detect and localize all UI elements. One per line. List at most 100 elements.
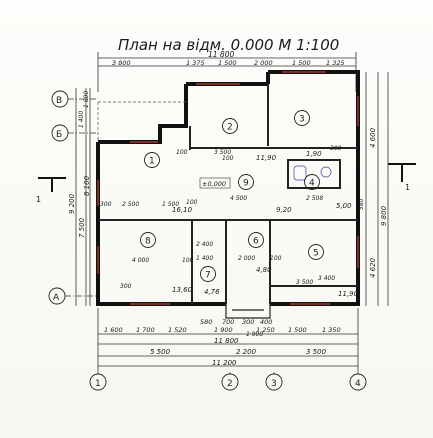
axis-label-v: В bbox=[56, 96, 62, 106]
interior-dim-3: 4 500 bbox=[230, 195, 247, 202]
room-number-6: 6 bbox=[253, 237, 259, 247]
bathroom-fixtures bbox=[293, 165, 332, 181]
axis-col-label-1: 1 bbox=[95, 379, 101, 389]
right-outer-dim: 9 800 bbox=[380, 205, 388, 226]
interior-dim-11: 100 bbox=[182, 257, 194, 264]
interior-dim-7: 100 bbox=[186, 199, 198, 206]
interior-dim-1: 3 500 bbox=[214, 149, 231, 156]
right-upper-dim: 4 600 bbox=[369, 127, 377, 148]
interior-dim-17: 2 400 bbox=[196, 241, 213, 248]
bottom-top-dim-3: 300 bbox=[242, 318, 254, 326]
section-mark-left-label: 1 bbox=[36, 195, 41, 204]
right-seg-dim: 580 bbox=[358, 198, 365, 210]
left-seg-dim-2: 1 800 bbox=[83, 91, 90, 108]
section-mark-left: 1 bbox=[36, 177, 66, 204]
area-label-room1: 16,10 bbox=[172, 206, 193, 214]
bottom-seg-dim-6: 1 500 bbox=[288, 326, 307, 334]
right-lower-dim: 4 620 bbox=[369, 257, 377, 278]
room-number-2: 2 bbox=[227, 123, 233, 133]
room-circle-3 bbox=[294, 110, 310, 126]
room-circle-9 bbox=[238, 174, 254, 190]
interior-walls bbox=[98, 84, 358, 304]
room-number-4: 4 bbox=[309, 179, 315, 189]
room-circle-8 bbox=[140, 232, 156, 248]
bottom-row3-dim-1: 5 500 bbox=[150, 348, 171, 356]
room-number-5: 5 bbox=[313, 249, 319, 259]
room-circle-4 bbox=[304, 174, 320, 190]
plan-title: План на відм. 0.000 М 1:100 bbox=[118, 36, 339, 54]
room-number-7: 7 bbox=[205, 271, 211, 281]
room-number-1: 1 bbox=[149, 157, 155, 167]
axis-col-label-2: 2 bbox=[227, 379, 233, 389]
interior-dim-2: 100 bbox=[176, 149, 188, 156]
interior-dim-10: 4 000 bbox=[132, 257, 149, 264]
axis-col-circle-3 bbox=[265, 373, 283, 391]
left-mid-dim-2: 8 100 bbox=[83, 175, 91, 196]
level-mark: ±0,000 bbox=[199, 177, 231, 189]
bottom-top-dim-1: 580 bbox=[200, 318, 212, 326]
interior-dim-20: 300 bbox=[120, 283, 132, 290]
top-overall-dim: 11 800 bbox=[208, 50, 234, 59]
axis-bubble-b: Б bbox=[51, 124, 96, 142]
area-label-room2: 11,90 bbox=[256, 154, 277, 162]
bottom-seg-dim-7: 1 350 bbox=[322, 326, 341, 334]
bottom-overall-dim-2: 11 200 bbox=[212, 359, 237, 367]
left-mid-dim-1: 7 500 bbox=[78, 217, 86, 238]
room-circle-6 bbox=[248, 232, 264, 248]
bottom-row3-dim-3: 3 500 bbox=[306, 348, 327, 356]
interior-dim-18: 1 900 bbox=[246, 331, 263, 338]
top-seg-dim-4: 2 000 bbox=[254, 59, 273, 67]
bottom-row1-dims: 1 600 1 700 1 520 1 900 1 250 1 500 1 350 bbox=[104, 326, 341, 334]
bottom-seg-dim-1: 1 600 bbox=[104, 326, 123, 334]
left-outer-dim: 9 200 bbox=[68, 193, 76, 214]
axis-bubble-a: А bbox=[48, 287, 96, 305]
top-seg-dim-6: 1 325 bbox=[326, 59, 345, 67]
section-mark-right-label: 1 bbox=[405, 183, 410, 192]
bottom-overall-dim: 11 800 bbox=[214, 337, 239, 345]
interior-dim-6: 1 500 bbox=[162, 201, 179, 208]
bottom-row3-dims: 5 500 2 200 3 500 bbox=[150, 348, 327, 356]
bottom-row3-dim-2: 2 200 bbox=[236, 348, 257, 356]
top-seg-dim-2: 1 375 bbox=[186, 59, 205, 67]
axis-col-label-3: 3 bbox=[271, 379, 277, 389]
section-mark-right: 1 bbox=[388, 163, 416, 192]
left-dimension-lines bbox=[75, 88, 91, 306]
left-seg-dim-1: 1 400 bbox=[78, 111, 85, 128]
interior-dim-19: 3 400 bbox=[318, 275, 335, 282]
bottom-top-dim-2: 700 bbox=[222, 318, 234, 326]
interior-dim-9: 300 bbox=[330, 145, 342, 152]
axis-label-b: Б bbox=[56, 130, 62, 140]
room-number-9: 9 bbox=[243, 179, 249, 189]
axis-bubble-v: В bbox=[51, 90, 96, 108]
room-number-8: 8 bbox=[145, 237, 151, 247]
area-labels: 11,90 16,10 1,90 5,00 9,20 13,60 4,76 4,… bbox=[172, 150, 359, 298]
interior-dim-13: 2 000 bbox=[238, 255, 255, 262]
interior-dim-5: 300 bbox=[100, 201, 112, 208]
hidden-lines bbox=[97, 101, 186, 142]
top-seg-dim-5: 1 500 bbox=[292, 59, 311, 67]
bottom-seg-dim-2: 1 700 bbox=[136, 326, 155, 334]
area-label-room3: 1,90 bbox=[306, 150, 322, 158]
room-number-3: 3 bbox=[299, 115, 305, 125]
bottom-seg-dim-3: 1 520 bbox=[168, 326, 187, 334]
bottom-seg-dim-4: 1 900 bbox=[214, 326, 233, 334]
axis-col-circle-4 bbox=[349, 373, 367, 391]
interior-dim-4: 2 500 bbox=[122, 201, 139, 208]
room-markers: 1 2 3 4 5 6 7 8 9 bbox=[140, 110, 324, 282]
area-label-room4: 5,00 bbox=[336, 202, 352, 210]
area-label-room9: 9,20 bbox=[276, 206, 292, 214]
right-dimension-lines bbox=[365, 72, 389, 306]
interior-dim-12: 1 400 bbox=[196, 255, 213, 262]
room-circle-1 bbox=[144, 152, 160, 168]
level-mark-label: ±0,000 bbox=[202, 180, 226, 188]
room-circle-7 bbox=[200, 266, 216, 282]
interior-dim-14: 100 bbox=[270, 255, 282, 262]
area-label-room6: 4,80 bbox=[256, 266, 272, 274]
interior-dim-15: 3 500 bbox=[296, 279, 313, 286]
room-circle-5 bbox=[308, 244, 324, 260]
bottom-seg-dim-5: 1 250 bbox=[256, 326, 275, 334]
